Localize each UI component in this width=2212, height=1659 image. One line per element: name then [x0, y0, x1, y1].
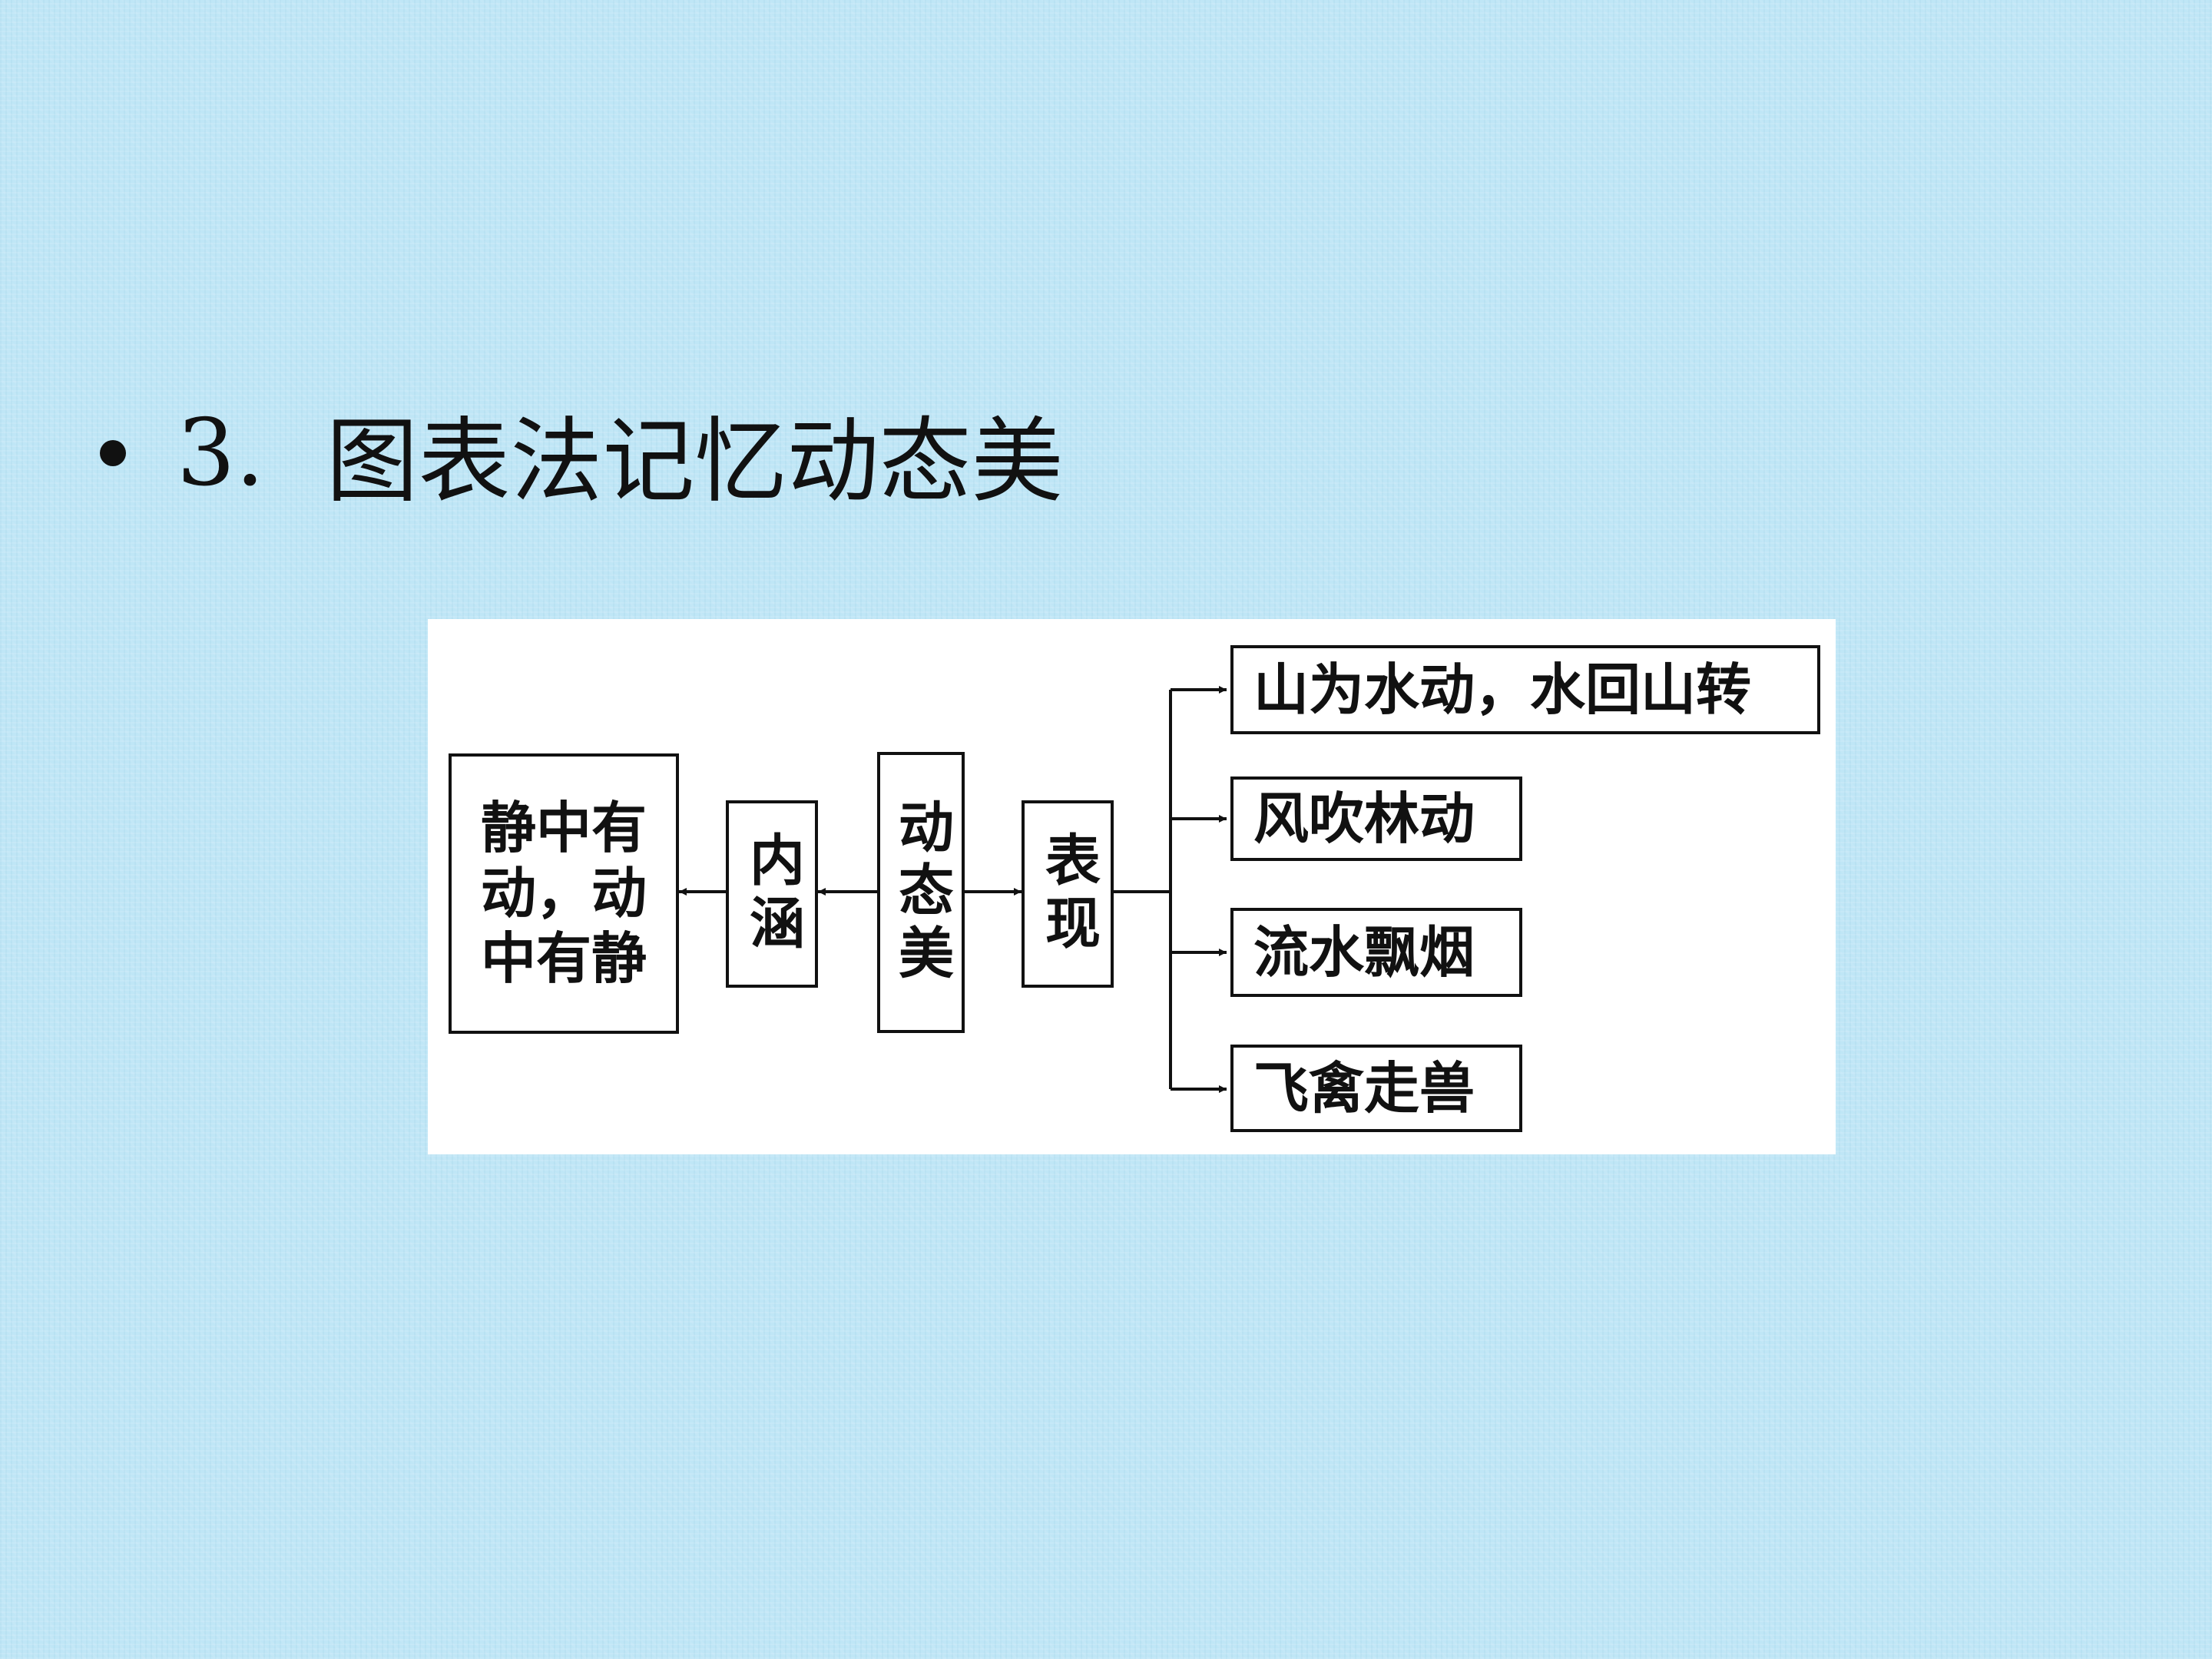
node-center: 动态美 [877, 752, 965, 1033]
diagram-panel: 静中有动，动中有静 内涵 动态美 表现 山为水动，水回山转 风吹林动 流水飘烟 … [428, 619, 1836, 1154]
node-item-3: 流水飘烟 [1230, 908, 1522, 997]
title-number: 3. [177, 399, 265, 507]
node-left-label: 内涵 [726, 800, 818, 988]
title-text: 图表法记忆动态美 [326, 409, 1064, 515]
diagram-connectors [679, 686, 1227, 1093]
node-left-content: 静中有动，动中有静 [449, 753, 679, 1034]
slide-title: 3. 图表法记忆动态美 [100, 388, 1064, 518]
node-item-2: 风吹林动 [1230, 777, 1522, 861]
node-item-4: 飞禽走兽 [1230, 1045, 1522, 1132]
node-right-label: 表现 [1022, 800, 1114, 988]
bullet-icon [100, 440, 126, 466]
node-item-1: 山为水动，水回山转 [1230, 645, 1820, 734]
